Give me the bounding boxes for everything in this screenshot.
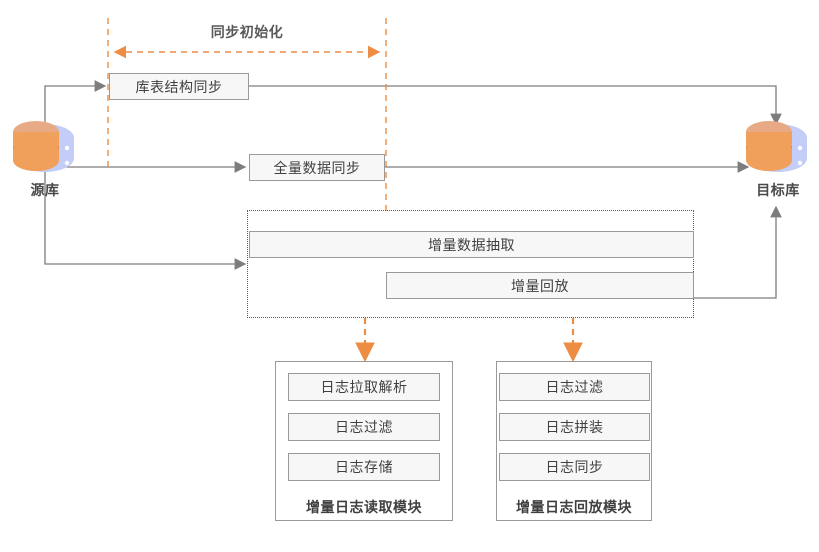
node-log-storage[interactable]: 日志存储: [288, 453, 440, 481]
node-full-data-sync[interactable]: 全量数据同步: [249, 154, 385, 181]
target-database-icon: [746, 121, 807, 172]
incremental-group-container: [247, 210, 694, 318]
node-log-sync[interactable]: 日志同步: [499, 453, 650, 481]
node-log-filter[interactable]: 日志过滤: [288, 413, 440, 441]
module-incremental-log-read-module: [275, 361, 453, 521]
source-database-icon: [13, 121, 74, 172]
node-schema-sync[interactable]: 库表结构同步: [109, 73, 249, 100]
caption-incremental-log-read-module: 增量日志读取模块: [306, 499, 422, 515]
module-incremental-log-replay-module: [496, 361, 652, 521]
sync-init-label: 同步初始化: [210, 24, 284, 40]
node-incremental-replay[interactable]: 增量回放: [386, 272, 694, 299]
source-database-label: 源库: [30, 182, 60, 198]
node-log-assemble[interactable]: 日志拼装: [499, 413, 650, 441]
node-incremental-extract[interactable]: 增量数据抽取: [249, 231, 694, 258]
node-log-pull-parse[interactable]: 日志拉取解析: [288, 373, 440, 401]
node-log-filter-replay[interactable]: 日志过滤: [499, 373, 650, 401]
connector-replay-to-target: [694, 205, 782, 299]
target-database-label: 目标库: [756, 182, 800, 198]
caption-incremental-log-replay-module: 增量日志回放模块: [516, 499, 632, 515]
connector-source-to-incremental-extract: [44, 167, 247, 270]
connector-schema-sync-to-target: [249, 85, 782, 126]
